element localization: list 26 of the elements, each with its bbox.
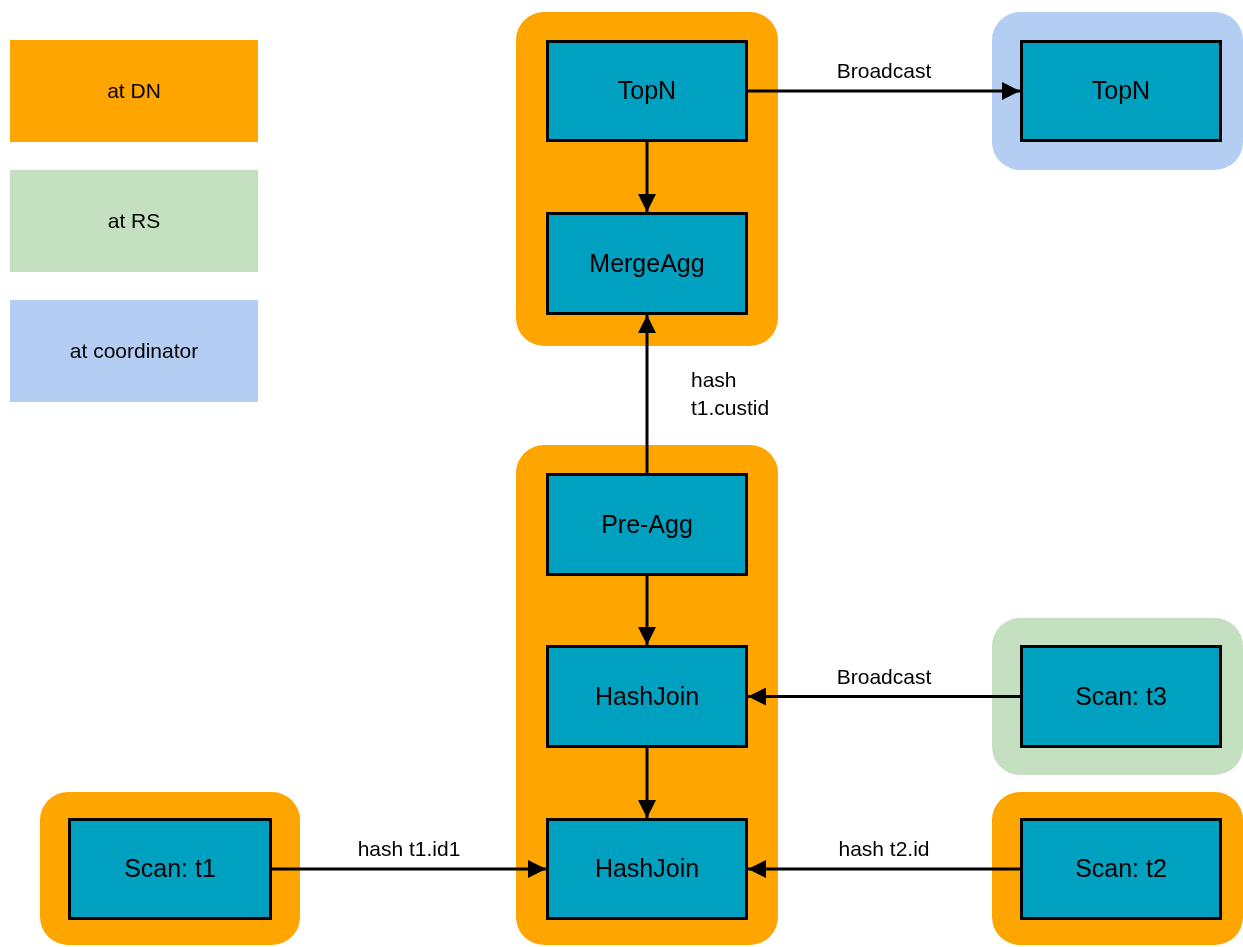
group-region [516,12,778,346]
legend-label: at coordinator [69,338,199,365]
arrow [638,142,656,212]
process-box: HashJoin [546,645,748,748]
group-region [992,618,1243,775]
arrow [638,576,656,645]
process-box: TopN [1020,40,1222,142]
arrow [748,82,1020,100]
arrow [748,860,1020,878]
arrow [272,860,546,878]
group-region [992,792,1243,945]
process-box: TopN [546,40,748,142]
arrow [748,687,1020,706]
process-box: Scan: t3 [1020,645,1222,748]
group-region [516,445,778,945]
process-box: MergeAgg [546,212,748,315]
legend-label: at RS [107,208,161,235]
arrow [638,748,656,818]
legend-label: at DN [107,78,161,105]
process-box: HashJoin [546,818,748,920]
process-box: Pre-Agg [546,473,748,576]
arrow [638,315,656,473]
group-region [40,792,300,945]
process-box: Scan: t2 [1020,818,1222,920]
process-box: Scan: t1 [68,818,272,920]
group-region [992,12,1243,170]
